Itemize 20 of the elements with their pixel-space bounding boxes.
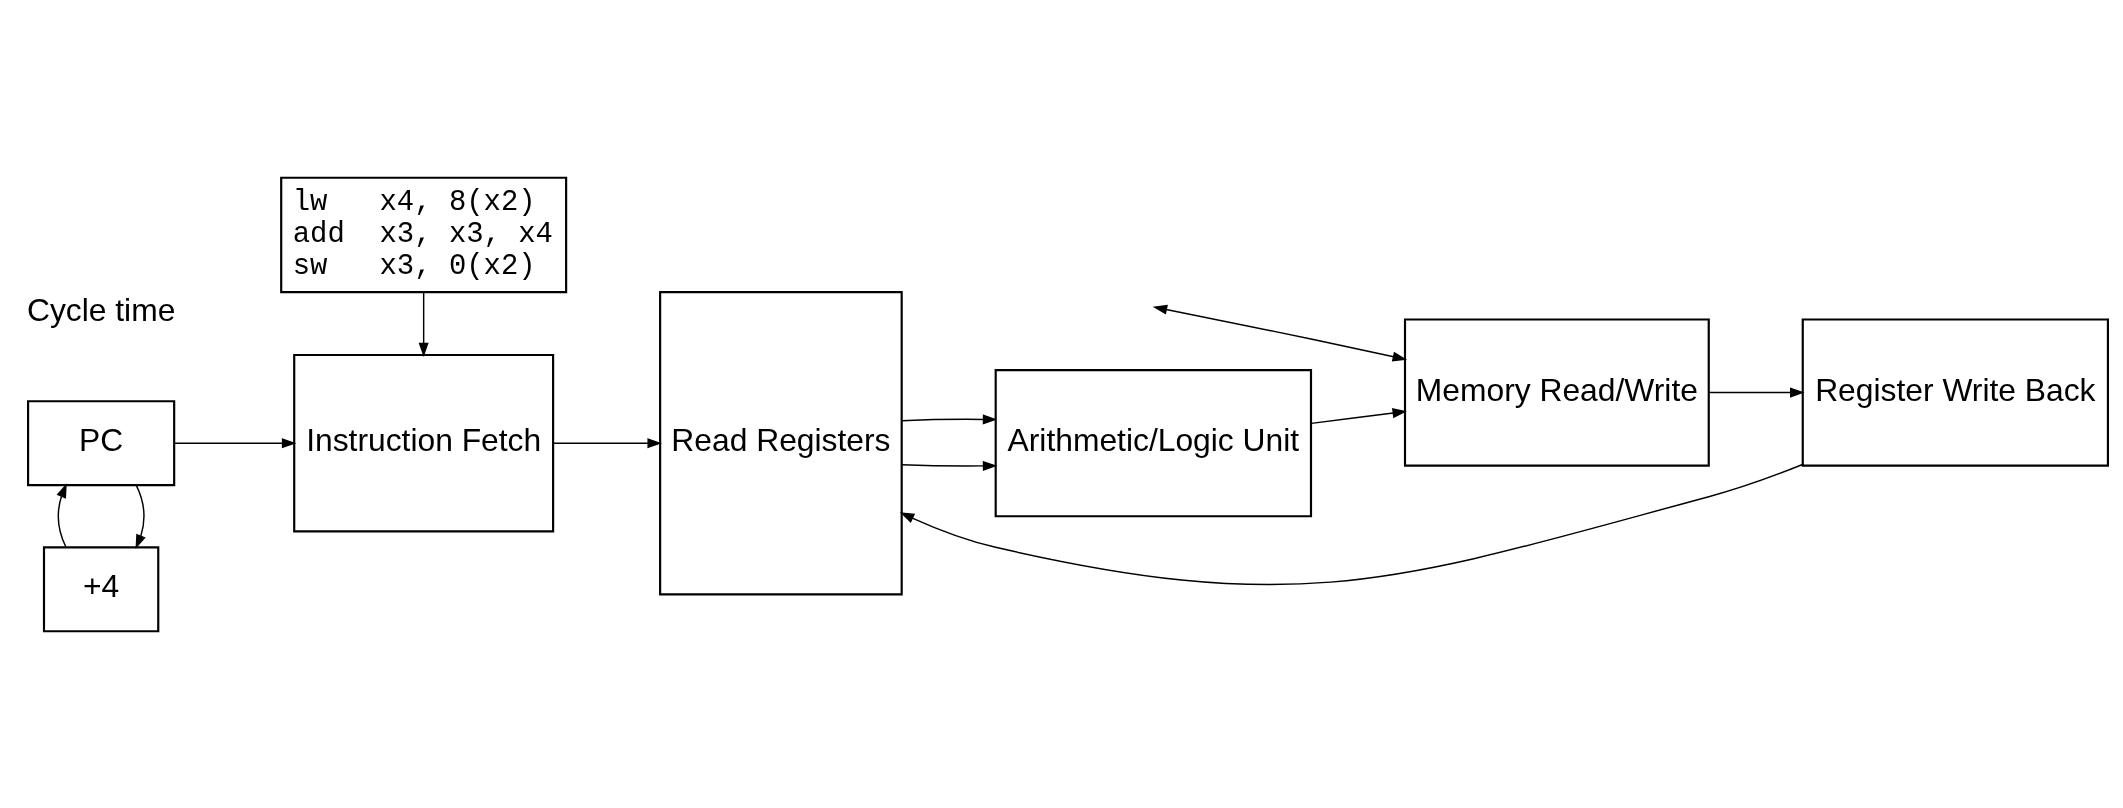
node-box: Instruction Fetch (293, 353, 555, 532)
arrow (1310, 407, 1407, 424)
node-box: Memory Read/Write (1403, 317, 1710, 467)
node-box: lw x4, 8(x2) add x3, x3, x4 sw x3, 0(x2) (280, 176, 568, 293)
arrow (135, 484, 146, 549)
node-box: +4 (42, 545, 160, 632)
node-box: Read Registers (659, 290, 903, 595)
arrow (899, 463, 1804, 585)
node-box: PC (27, 399, 176, 486)
arrow (56, 482, 67, 548)
arrow (173, 437, 297, 448)
node-box: Arithmetic/Logic Unit (994, 368, 1313, 517)
arrow (901, 413, 998, 424)
arrow (552, 437, 662, 448)
arrow (1152, 304, 1408, 362)
arrow (901, 460, 998, 471)
arrow (418, 290, 429, 357)
arrow (1708, 387, 1805, 398)
label: Cycle time (26, 291, 176, 328)
node-box: Register Write Back (1801, 317, 2109, 467)
